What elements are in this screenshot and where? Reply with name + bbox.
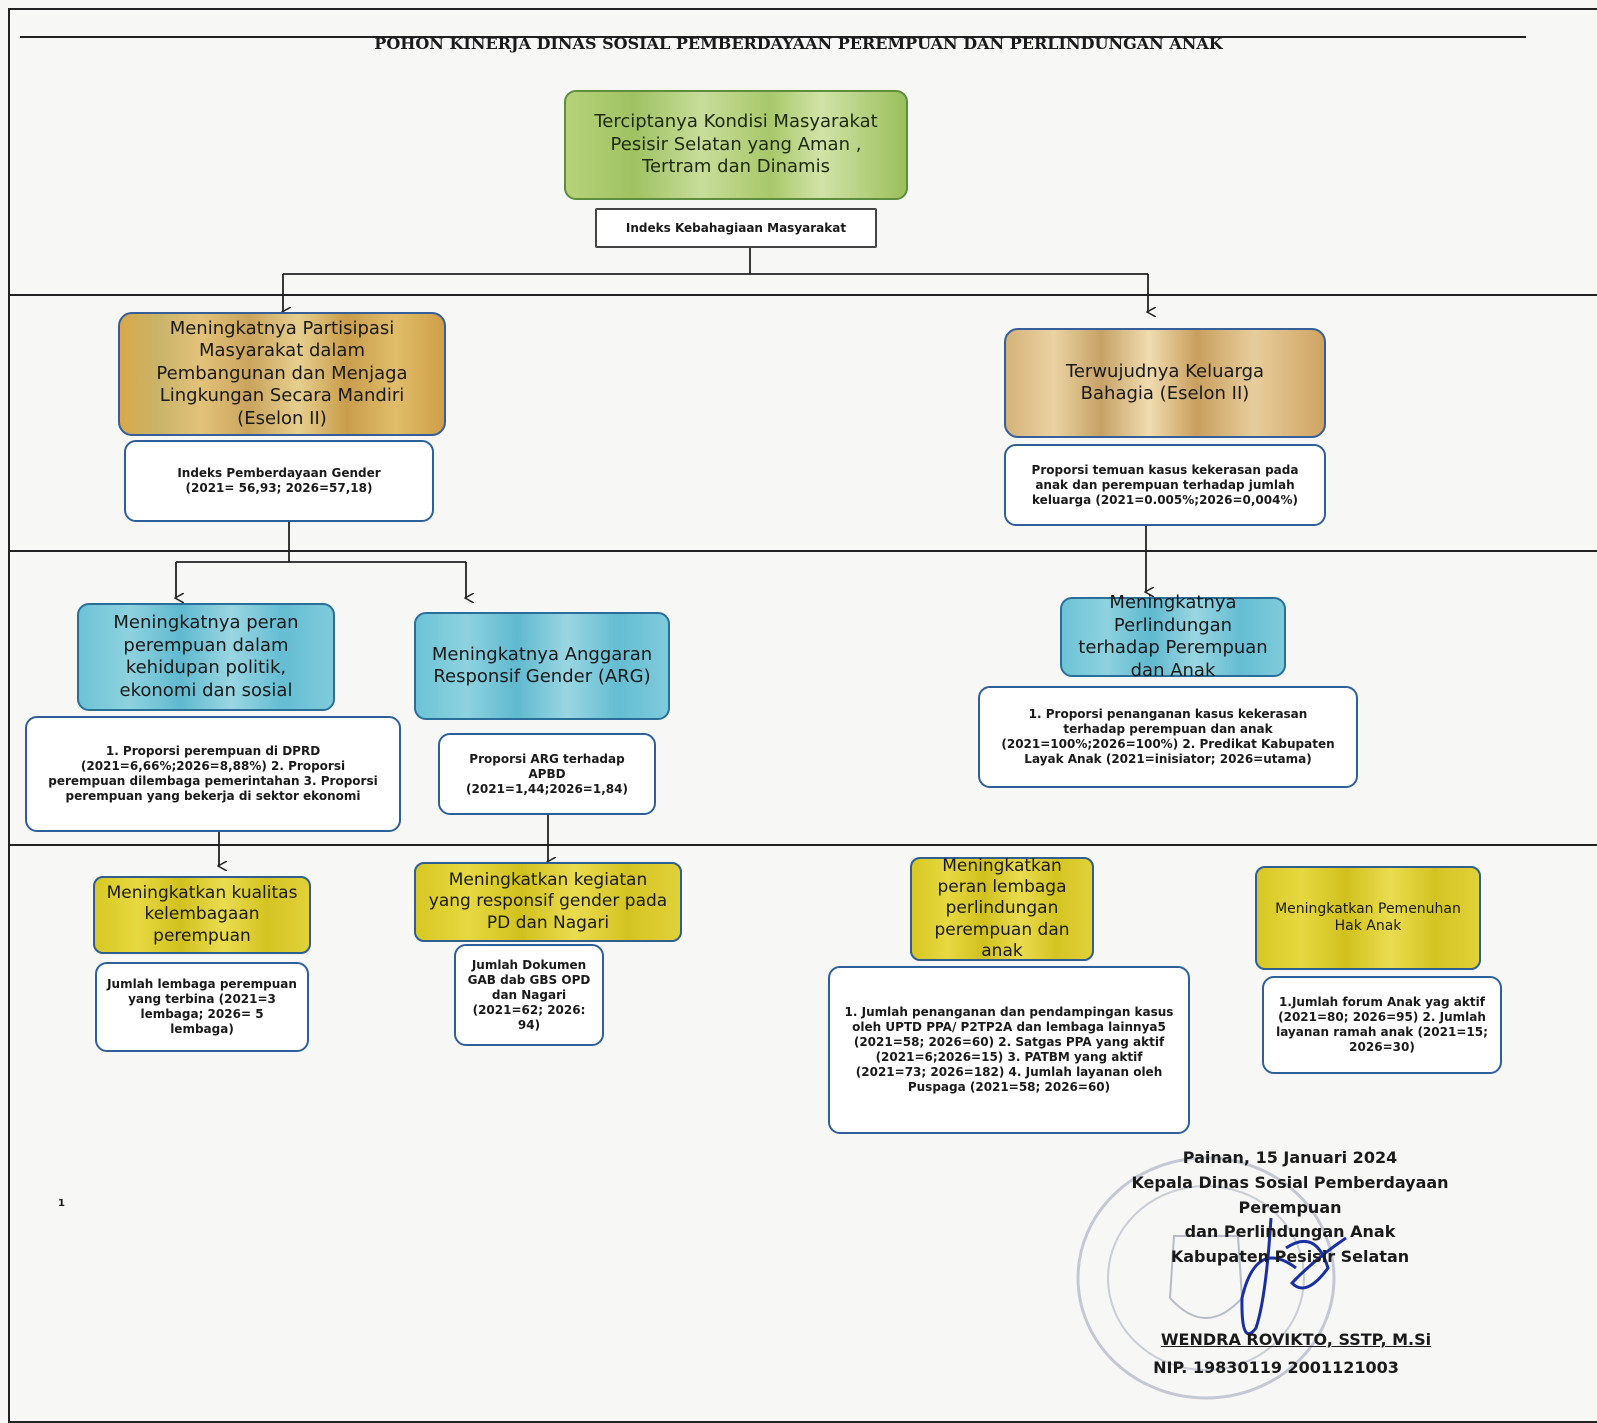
level4-d-indicator-text: 1.Jumlah forum Anak yag aktif (2021=80; … — [1276, 995, 1488, 1054]
level4-d-goal-box: Meningkatkan Pemenuhan Hak Anak — [1255, 866, 1481, 970]
level3-b-indicator-text: Proporsi ARG terhadap APBD (2021=1,44;20… — [466, 751, 628, 796]
top-indicator-text: Indeks Kebahagiaan Masyarakat — [625, 220, 847, 235]
level3-c-indicator-text: 1. Proporsi penanganan kasus kekerasan t… — [1001, 707, 1335, 766]
level3-b-goal-box: Meningkatnya Anggaran Responsif Gender (… — [414, 612, 670, 720]
level3-a-indicator-text: 1. Proporsi perempuan di DPRD (2021=6,66… — [48, 744, 378, 803]
level3-a-goal-box: Meningkatnya peran perempuan dalam kehid… — [77, 603, 335, 711]
level2-left-goal-box: Meningkatnya Partisipasi Masyarakat dala… — [118, 312, 446, 436]
level2-right-indicator-box: Proporsi temuan kasus kekerasan pada ana… — [1004, 444, 1326, 526]
level3-c-goal-box: Meningkatnya Perlindungan terhadap Perem… — [1060, 592, 1286, 681]
official-stamp — [1076, 1156, 1347, 1400]
level3-a-goal-text: Meningkatnya peran perempuan dalam kehid… — [113, 612, 299, 701]
level3-b-goal-text: Meningkatnya Anggaran Responsif Gender (… — [431, 643, 653, 688]
signature-block: Painan, 15 Januari 2024 Kepala Dinas Sos… — [1086, 1146, 1494, 1270]
level4-d-goal-text: Meningkatkan Pemenuhan Hak Anak — [1275, 900, 1461, 935]
signatory-nip: NIP. 19830119 2001121003 — [1153, 1358, 1399, 1377]
signature-position-line3: Kabupaten Pesisir Selatan — [1170, 1247, 1410, 1267]
signature-position-line2: dan Perlindungan Anak — [1184, 1222, 1396, 1242]
level4-a-indicator-text: Jumlah lembaga perempuan yang terbina (2… — [107, 977, 297, 1036]
divider — [20, 36, 1526, 38]
level3-a-indicator-box: 1. Proporsi perempuan di DPRD (2021=6,66… — [25, 716, 401, 832]
top-indicator-box: Indeks Kebahagiaan Masyarakat — [595, 208, 877, 248]
level4-a-goal-box: Meningkatkan kualitas kelembagaan peremp… — [93, 876, 311, 954]
level3-c-goal-text: Meningkatnya Perlindungan terhadap Perem… — [1078, 592, 1268, 681]
divider — [10, 294, 1597, 296]
level4-b-indicator-text: Jumlah Dokumen GAB dab GBS OPD dan Nagar… — [467, 957, 591, 1032]
level2-right-indicator-text: Proporsi temuan kasus kekerasan pada ana… — [1031, 462, 1299, 507]
level4-c-goal-box: Meningkatkan peran lembaga perlindungan … — [910, 855, 1094, 961]
level3-b-indicator-box: Proporsi ARG terhadap APBD (2021=1,44;20… — [438, 733, 656, 815]
top-goal-box: Terciptanya Kondisi Masyarakat Pesisir S… — [564, 90, 908, 200]
level2-left-indicator-text: Indeks Pemberdayaan Gender (2021= 56,93;… — [177, 466, 381, 495]
signatory-name: WENDRA ROVIKTO, SSTP, M.Si — [1160, 1330, 1432, 1349]
page-number: 1 — [58, 1198, 65, 1209]
divider — [10, 550, 1597, 552]
level4-d-indicator-box: 1.Jumlah forum Anak yag aktif (2021=80; … — [1262, 976, 1502, 1074]
signature-place-date: Painan, 15 Januari 2024 — [1182, 1148, 1398, 1167]
level4-c-indicator-box: 1. Jumlah penanganan dan pendampingan ka… — [828, 966, 1190, 1134]
page-title: POHON KINERJA DINAS SOSIAL PEMBERDAYAAN … — [374, 34, 1223, 53]
level4-b-indicator-box: Jumlah Dokumen GAB dab GBS OPD dan Nagar… — [454, 944, 604, 1046]
level2-right-goal-text: Terwujudnya Keluarga Bahagia (Eselon II) — [1065, 360, 1265, 405]
level4-a-goal-text: Meningkatkan kualitas kelembagaan peremp… — [106, 883, 298, 946]
divider — [10, 844, 1597, 846]
level4-b-goal-text: Meningkatkan kegiatan yang responsif gen… — [428, 870, 668, 933]
level2-right-goal-box: Terwujudnya Keluarga Bahagia (Eselon II) — [1004, 328, 1326, 438]
signature-position-line1: Kepala Dinas Sosial Pemberdayaan Perempu… — [1131, 1172, 1449, 1217]
level4-b-goal-box: Meningkatkan kegiatan yang responsif gen… — [414, 862, 682, 942]
level2-left-goal-text: Meningkatnya Partisipasi Masyarakat dala… — [156, 317, 408, 429]
level2-left-indicator-box: Indeks Pemberdayaan Gender (2021= 56,93;… — [124, 440, 434, 522]
level4-a-indicator-box: Jumlah lembaga perempuan yang terbina (2… — [95, 962, 309, 1052]
level4-c-indicator-text: 1. Jumlah penanganan dan pendampingan ka… — [844, 1005, 1174, 1094]
level4-c-goal-text: Meningkatkan peran lembaga perlindungan … — [934, 855, 1070, 961]
level3-c-indicator-box: 1. Proporsi penanganan kasus kekerasan t… — [978, 686, 1358, 788]
top-goal-text: Terciptanya Kondisi Masyarakat Pesisir S… — [594, 111, 878, 178]
